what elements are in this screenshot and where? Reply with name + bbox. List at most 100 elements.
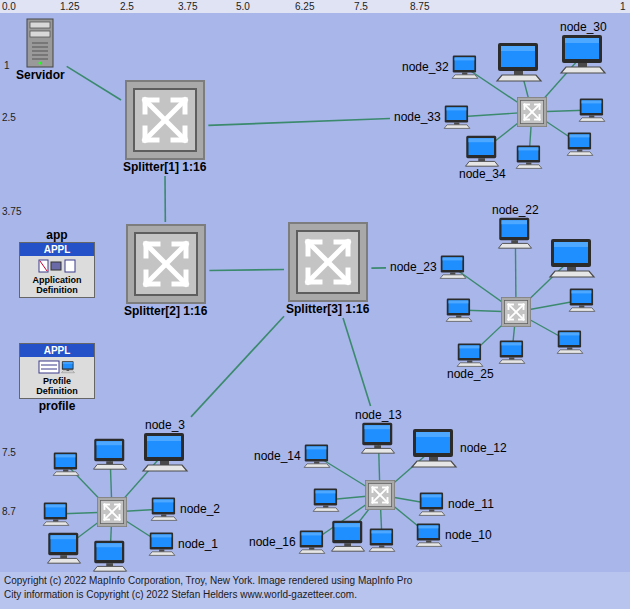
shape [444,106,467,123]
computer-node: node_2 [150,497,222,521]
pc-icon [440,256,466,279]
shape [517,146,540,163]
shape [183,244,188,256]
computer-node: node_11 [418,492,496,516]
pc-icon [419,493,445,516]
pc-icon [499,341,525,364]
pc-icon [48,533,81,563]
computer-icon [451,55,479,79]
pc-icon [497,43,541,81]
shape [316,490,336,503]
shape [452,56,475,73]
shape [504,300,527,323]
splitter-label: Splitter[3] 1:16 [286,302,369,316]
pc-icon [151,498,177,521]
shape [145,100,185,140]
shape [372,498,374,503]
shape [498,43,538,71]
pc-icon [550,239,594,277]
shape [500,218,530,240]
pc-icon [369,529,395,552]
splitter-node: Splitter[2] 1:16 [124,224,207,318]
shape [46,504,66,517]
computer-node: node_13 [353,408,404,454]
shape [501,46,535,67]
shape [32,43,48,44]
pc-icon [299,531,325,554]
shape [517,97,547,127]
ruler-number: 3.75 [178,1,197,13]
shape [372,488,374,493]
pc-icon [567,133,593,156]
shape [160,461,169,465]
shape [554,242,588,247]
splitter-icon [125,80,205,160]
shape [62,361,74,369]
appl-glyph [37,258,77,274]
splitter-label: Splitter[1] 1:16 [123,160,206,174]
shape [97,543,123,547]
shape [502,298,531,327]
shape [565,38,599,43]
shape [119,505,121,510]
shape [557,350,583,354]
node-label: node_11 [446,497,496,511]
shape [46,504,66,507]
pc-icon [416,524,442,547]
shape [304,445,327,462]
shape [125,80,205,160]
splitter-label: Splitter[2] 1:16 [124,304,207,318]
shape [412,461,456,467]
shape [299,550,325,554]
shape [314,489,337,506]
shape [449,300,469,313]
shape [567,152,593,156]
shape [466,161,499,166]
shape [508,315,510,320]
node-label: node_1 [176,537,220,551]
shape [572,290,592,303]
ruler-number: 2.5 [2,112,16,124]
shape [134,89,196,151]
shape [142,100,147,112]
shape [500,341,523,358]
server-icon [26,18,54,68]
ruler-number: 7.5 [354,1,368,13]
shape [143,244,148,256]
shape [316,490,336,493]
shape [290,224,366,300]
shape [54,453,77,470]
shape [147,436,181,441]
node-label: node_2 [178,502,222,516]
shape [525,105,540,120]
shape [301,532,321,545]
shape [40,261,47,271]
shape [460,345,480,348]
shape [332,546,365,551]
shape [62,371,75,373]
computer-icon [497,217,533,249]
pc-icon [43,503,69,526]
node-label: node_13 [353,408,404,422]
shape [94,464,127,469]
shape [100,500,123,523]
shape [512,240,519,243]
computer-icon [360,422,396,454]
pc-icon [466,136,499,166]
ruler-strip [0,0,630,13]
pc-icon [561,35,605,73]
shape [53,472,79,476]
shape [387,488,389,493]
shape [304,464,330,468]
shape [143,272,148,284]
shape [419,525,439,538]
shape [570,134,590,137]
shape [422,494,442,497]
computer-node: node_33 [392,105,471,129]
shape [301,532,321,535]
appl-caption: Profile Definition [20,375,94,398]
shape [454,57,474,70]
shape [524,115,526,120]
shape [524,105,526,110]
shape [135,233,197,295]
